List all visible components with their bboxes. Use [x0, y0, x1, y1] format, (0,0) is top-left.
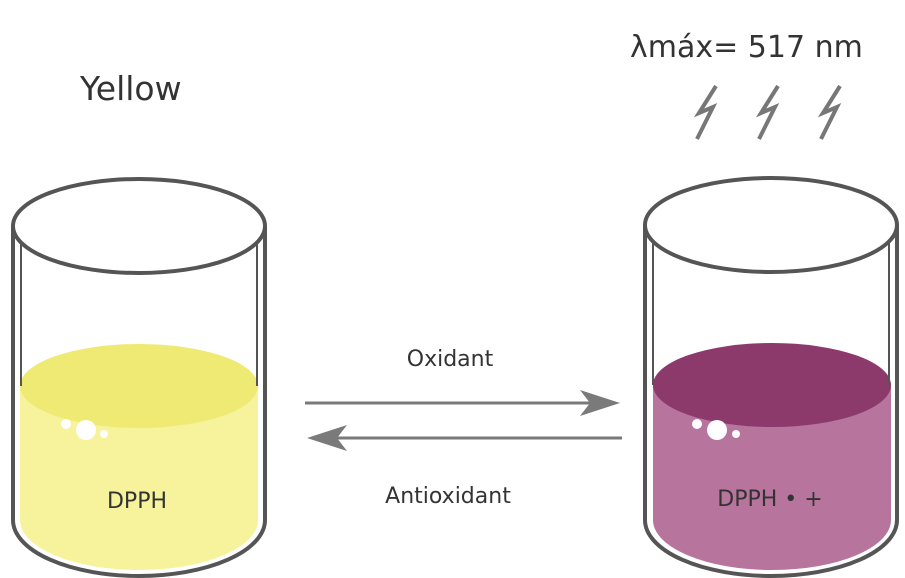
forward-arrow-label: Oxidant [407, 347, 494, 372]
left-beaker-wall [11, 226, 267, 578]
wavelength-label: λmáx= 517 nm [630, 30, 863, 65]
left-beaker-liquid-surface [20, 344, 258, 428]
reverse-arrow-label: Antioxidant [385, 484, 511, 509]
right-beaker-content-label: DPPH • + [717, 487, 822, 512]
lightning-bolt-icon [817, 84, 842, 140]
left-beaker-inner-wall [20, 242, 258, 386]
right-beaker-rim [643, 176, 899, 274]
left-beaker-rim [11, 177, 267, 275]
left-bubble-large [76, 420, 96, 440]
left-bubble-small [61, 419, 71, 429]
lightning-bolt-icon [755, 84, 780, 140]
left-beaker-content-label: DPPH [107, 489, 167, 514]
left-beaker-color-label: Yellow [79, 69, 182, 108]
light-rays [693, 84, 842, 140]
forward-arrowhead-icon [580, 390, 620, 416]
left-bubble-tiny [100, 430, 108, 438]
left-beaker: DPPH [11, 177, 267, 578]
right-beaker-liquid-surface [653, 343, 891, 427]
right-bubble-large [707, 420, 727, 440]
right-beaker-wall [643, 225, 899, 578]
lightning-bolt-icon [693, 84, 718, 140]
right-bubble-small [692, 419, 702, 429]
right-beaker: DPPH • + [643, 176, 899, 578]
reaction-arrows: Oxidant Antioxidant [305, 347, 622, 509]
reverse-arrowhead-icon [307, 425, 347, 451]
right-beaker-inner-wall [652, 241, 890, 385]
right-bubble-tiny [732, 430, 740, 438]
